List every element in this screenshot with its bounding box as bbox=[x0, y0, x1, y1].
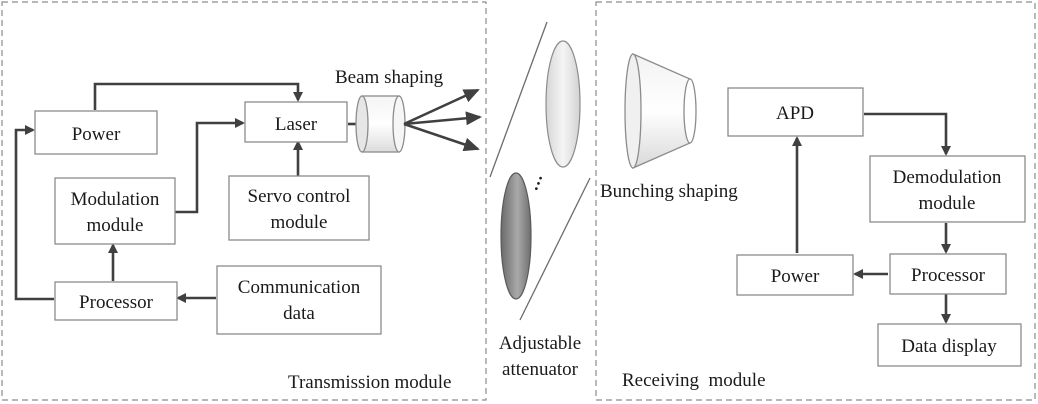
beam-down-arrow bbox=[403, 122, 480, 152]
apd-box bbox=[727, 87, 864, 137]
demodulation-label-line2: module bbox=[919, 193, 976, 214]
attenuator-label-line2: attenuator bbox=[502, 359, 579, 380]
servo-control-box bbox=[228, 175, 370, 241]
tx-processor-label: Processor bbox=[79, 292, 154, 313]
attenuator-ellipsis: ··· bbox=[527, 172, 551, 195]
receiving-panel bbox=[595, 1, 1036, 401]
beam-shaping-label: Beam shaping bbox=[335, 67, 444, 88]
tx-power-label: Power bbox=[72, 124, 121, 145]
adjustable-attenuator: ··· bbox=[489, 21, 591, 321]
communication-label-line1: Communication bbox=[238, 277, 361, 298]
laser-box bbox=[244, 101, 348, 143]
modulation-module-box bbox=[54, 177, 176, 245]
power-to-laser-arrow bbox=[93, 82, 303, 110]
rx-power-box bbox=[736, 254, 854, 296]
demodulation-label-line1: Demodulation bbox=[893, 167, 1002, 188]
communication-data-box bbox=[216, 265, 382, 335]
transmission-panel bbox=[1, 1, 487, 401]
beam-up-arrow bbox=[403, 88, 480, 126]
bunching-shaping-label: Bunching shaping bbox=[600, 181, 738, 202]
servo-label-line1: Servo control bbox=[248, 186, 351, 207]
data-display-label: Data display bbox=[901, 336, 997, 357]
modulation-to-laser-arrow bbox=[175, 118, 245, 214]
tx-processor-box bbox=[54, 281, 178, 321]
data-display-box bbox=[877, 323, 1022, 367]
attenuator-label-line1: Adjustable bbox=[499, 333, 581, 354]
rx-processor-label: Processor bbox=[911, 265, 986, 286]
bunching-shaping-cone-icon bbox=[624, 53, 697, 169]
tx-power-box bbox=[34, 110, 158, 155]
attenuator-light-disc bbox=[545, 40, 581, 168]
apd-to-demod-arrow bbox=[864, 112, 951, 156]
demodulation-module-box bbox=[869, 155, 1026, 223]
apd-label: APD bbox=[776, 103, 814, 124]
transmission-module-caption: Transmission module bbox=[288, 372, 451, 393]
modulation-label-line1: Modulation bbox=[71, 189, 160, 210]
receiving-module-caption: Receiving module bbox=[622, 370, 766, 391]
laser-label: Laser bbox=[275, 114, 318, 135]
rx-processor-box bbox=[889, 253, 1007, 295]
servo-label-line2: module bbox=[271, 212, 328, 233]
beam-shaping-cylinder-icon bbox=[355, 95, 406, 153]
attenuator-dark-disc bbox=[500, 172, 532, 300]
modulation-label-line2: module bbox=[87, 215, 144, 236]
processor-to-power-arrow bbox=[14, 125, 54, 301]
communication-label-line2: data bbox=[283, 303, 315, 324]
beam-mid-arrow bbox=[403, 111, 482, 126]
rx-power-label: Power bbox=[771, 266, 820, 287]
